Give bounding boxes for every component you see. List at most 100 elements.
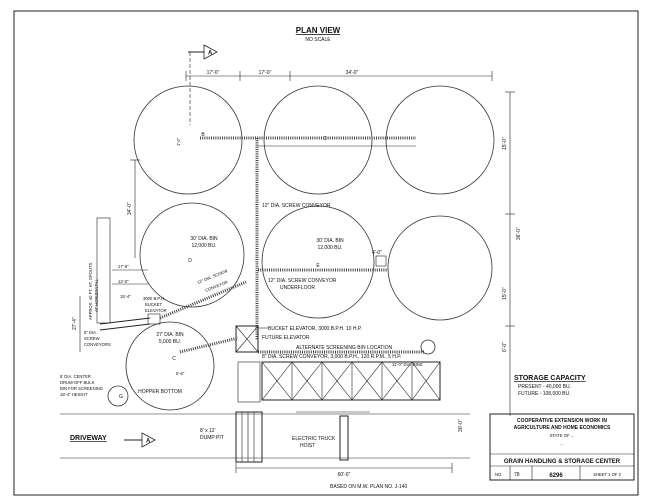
bin-3-size: 27' DIA. BIN <box>156 332 184 338</box>
bin-top-left <box>133 85 243 195</box>
dim-left-4: 15'-4" <box>120 294 131 299</box>
title-block-line-4: ... <box>560 441 564 446</box>
drawing-subtitle: NO SCALE <box>305 37 331 43</box>
screw-convs-label-2: SCREW <box>84 336 100 341</box>
dump-pit-label-1: 8' x 12' <box>200 428 216 434</box>
dim-top-1: 17'-0" <box>207 70 220 76</box>
spout-label-1: APPROX. 40 FT. HT. SPOUTS <box>88 263 93 320</box>
section-mark-top: A <box>188 44 218 125</box>
bin-mark-b: C <box>323 136 327 142</box>
truck-hoist-label-1: ELECTRIC TRUCK <box>292 436 336 442</box>
spout-label-2: AT HORIZONTAL <box>94 279 99 312</box>
title-block-rev: 78 <box>514 472 520 478</box>
project-title: GRAIN HANDLING & STORAGE CENTER <box>504 459 621 465</box>
title-block-sheet: SHEET 1 OF 2 <box>593 472 622 477</box>
bin-mid-right <box>387 215 493 321</box>
bin-top-middle <box>263 85 373 195</box>
storage-present: PRESENT - 40,000 BU. <box>518 384 571 390</box>
title-block: COOPERATIVE EXTENSION WORK IN AGRICULTUR… <box>489 413 635 481</box>
dim-top-2: 17'-0" <box>259 70 272 76</box>
underfloor-label-2: UNDERFLOOR <box>280 285 315 291</box>
bin-mid-middle <box>261 205 375 319</box>
truck-hoist-label-2: HOIST <box>300 443 315 449</box>
dim-left-1: 34'-0" <box>127 202 133 215</box>
bucket-elevator-label: BUCKET ELEVATOR, 3000 B.P.H. 10 H.P. <box>268 326 362 332</box>
dim-right-2: 36'-0" <box>516 227 522 240</box>
section-mark-bottom: A <box>124 432 156 448</box>
hopper-bottom-label: HOPPER BOTTOM <box>138 389 182 395</box>
screw-convs-label-3: CONVEYORS <box>84 342 111 347</box>
dim-top-3: 34'-0" <box>346 70 359 76</box>
bin-top-right <box>385 85 495 195</box>
sheet-border <box>13 10 639 496</box>
dim-mid: 4'-0" <box>372 250 382 256</box>
six-inch-conveyor-b <box>99 323 151 331</box>
drum-off-bin <box>107 385 129 407</box>
drum-bin-label-4: 18'-4" HEIGHT <box>60 392 88 397</box>
bin-mark-f: G <box>119 394 123 400</box>
bucket-elev-label-1: 3000 B.P.H. <box>143 296 165 301</box>
drawing-title: PLAN VIEW <box>296 26 341 35</box>
drum-bin-label-2: DRUM-OFF BULK <box>60 380 95 385</box>
driveway-label: DRIVEWAY <box>70 435 107 442</box>
title-block-line-3: STATE OF ... <box>550 433 575 438</box>
top-conveyor-label: 12" DIA. SCREW CONVEYOR <box>262 203 331 209</box>
dim-left-2: 17'-6" <box>118 264 129 269</box>
drum-bin-label-3: BIN FOR SCREENING <box>60 386 103 391</box>
bin-mark-c: D <box>188 258 192 264</box>
title-block-plan-no: 6296 <box>549 473 563 479</box>
small-radius-dim: 1'-0" <box>176 137 181 146</box>
title-block-line-1: COOPERATIVE EXTENSION WORK IN <box>517 418 607 424</box>
bottom-dimension: 60'-0" <box>235 463 453 478</box>
bin-mark-d: E <box>316 263 320 269</box>
main-screw-conveyor-label: 8" DIA. SCREW CONVEYOR, 3,000 B.P.H., 12… <box>262 354 401 360</box>
title-block-no-label: NO. <box>495 472 502 477</box>
screw-convs-label-1: 6" DIA. <box>84 330 97 335</box>
footer-note: BASED ON M.W. PLAN NO. J-140 <box>330 484 407 490</box>
dim-right-3: 15'-0" <box>502 287 508 300</box>
bucket-elev-label-2: BUCKET <box>145 302 162 307</box>
storage-capacity: STORAGE CAPACITY PRESENT - 40,000 BU. FU… <box>514 375 586 397</box>
section-mark-top-label: A <box>208 51 213 57</box>
bin-2-size: 30' DIA. BIN <box>316 238 344 244</box>
dim-right-4: 6'-0" <box>502 342 508 352</box>
title-block-line-2: AGRICULTURE AND HOME ECONOMICS <box>514 425 611 431</box>
bin-1-size: 30' DIA. BIN <box>190 236 218 242</box>
dim-left-5: 27'-4" <box>72 317 78 330</box>
dump-pit-label-2: DUMP PIT <box>200 435 224 441</box>
dim-hopper: 5'-6" <box>176 371 185 376</box>
dim-right-5: 30'-0" <box>458 419 464 432</box>
future-elevator-label: FUTURE ELEVATOR <box>262 335 310 341</box>
bin-mark-a: B <box>201 132 205 138</box>
bin-mark-e: C <box>172 356 176 362</box>
dim-left-3: 12'-0" <box>118 279 129 284</box>
dim-bottom: 60'-0" <box>338 472 351 478</box>
dim-right-1: 15'-0" <box>502 137 508 150</box>
spout-tower: APPROX. 40 FT. HT. SPOUTS AT HORIZONTAL <box>88 217 111 324</box>
right-dimensions: 15'-0" 36'-0" 15'-0" 6'-0" 30'-0" <box>458 91 522 432</box>
alt-screening-bin <box>420 339 436 355</box>
dump-pit <box>235 411 263 463</box>
storage-future: FUTURE - 108,000 BU. <box>518 391 571 397</box>
bin-1-capacity: 12,000 BU. <box>191 243 216 249</box>
underfloor-label-1: 12" DIA. SCREW CONVEYOR <box>268 278 337 284</box>
truck-hoist <box>339 415 349 461</box>
drum-bin-label-1: 6' DIA. CENTER <box>60 374 91 379</box>
top-dimensions: 17'-0" 17'-0" 34'-0" <box>185 70 493 81</box>
bin-mid-left <box>139 202 245 308</box>
alt-screening-label: ALTERNATE SCREENING BIN LOCATION <box>296 345 393 351</box>
bucket-elev-label-3: ELEVATOR <box>145 308 167 313</box>
bin-2-capacity: 12,000 BU. <box>317 245 342 251</box>
section-mark-bottom-label: A <box>146 439 151 445</box>
small-bins-dim: 11'-0" DIA. BINS <box>392 362 423 367</box>
bin-hopper <box>125 321 215 411</box>
small-bin-row: 11'-0" DIA. BINS <box>237 361 441 403</box>
underfloor-drop <box>375 255 387 267</box>
elevator-tower <box>235 325 259 353</box>
six-inch-conveyor-a <box>99 317 151 325</box>
left-bucket-elevator <box>147 313 161 325</box>
diagonal-conveyor <box>159 280 247 320</box>
storage-title: STORAGE CAPACITY <box>514 375 586 382</box>
bin-3-capacity: 5,000 BU. <box>159 339 181 345</box>
